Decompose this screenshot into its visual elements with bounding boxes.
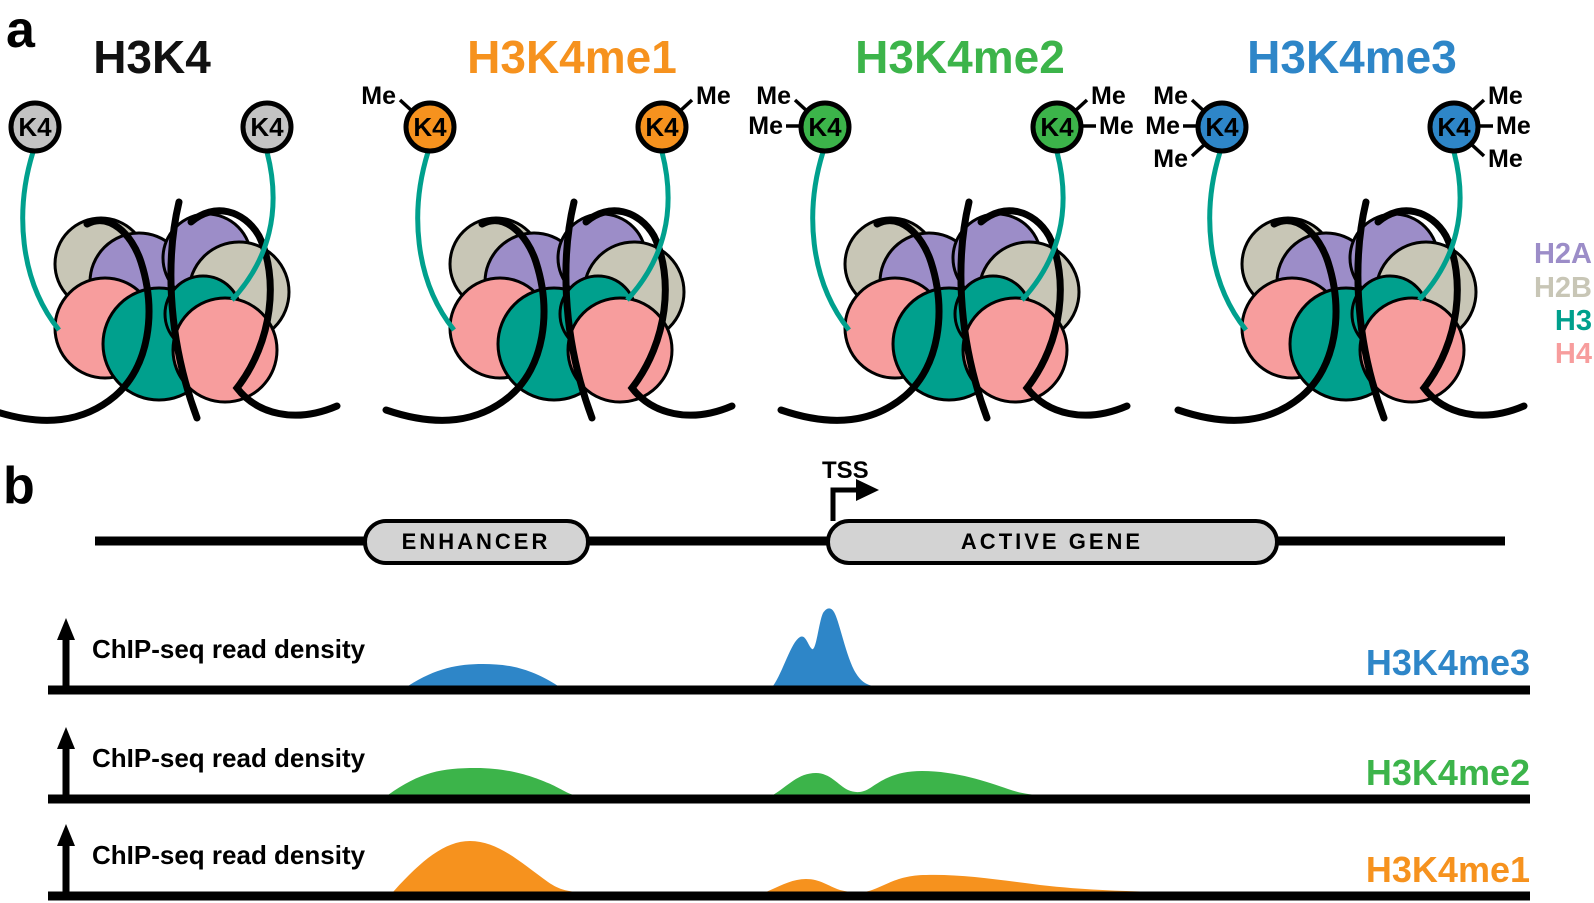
legend-h3: H3	[1554, 305, 1592, 337]
methyl-label: Me	[1153, 85, 1188, 110]
track-h3k4me3: ChIP-seq read density H3K4me3	[48, 608, 1530, 695]
methyl-label: Me	[756, 85, 791, 110]
title-h3k4me2: H3K4me2	[855, 31, 1065, 83]
methyl-label: Me	[1145, 112, 1180, 140]
y-axis-arrowhead-icon	[57, 727, 75, 749]
track-h3k4me2: ChIP-seq read density H3K4me2	[48, 727, 1530, 804]
enhancer-label: ENHANCER	[402, 529, 551, 554]
methyl-label: Me	[1153, 145, 1188, 173]
axis-label: ChIP-seq read density	[92, 634, 366, 664]
tss-label: TSS	[822, 457, 869, 484]
tss-arrow	[830, 487, 856, 521]
k4-label: K4	[1437, 112, 1471, 142]
track-name: H3K4me2	[1366, 752, 1530, 793]
methyl-bond	[1190, 98, 1206, 113]
methyl-label: Me	[748, 112, 783, 140]
panel-a-label: a	[6, 1, 35, 59]
axis-label: ChIP-seq read density	[92, 743, 366, 773]
methyl-bond	[1073, 98, 1089, 113]
active-gene-label: ACTIVE GENE	[961, 529, 1143, 554]
k4-label: K4	[413, 112, 447, 142]
track-name: H3K4me1	[1366, 849, 1530, 890]
k4-label: K4	[1205, 112, 1239, 142]
track-name: H3K4me3	[1366, 642, 1530, 683]
methyl-label: Me	[1488, 85, 1523, 110]
k4-residue-circle	[798, 100, 852, 154]
panel-b-label: b	[3, 457, 35, 515]
methyl-label: Me	[1496, 112, 1531, 140]
k4-residue-circle	[8, 100, 62, 154]
k4-residue-circle	[635, 100, 689, 154]
methyl-label: Me	[696, 85, 731, 110]
chipseq-peak-tss	[773, 608, 874, 686]
title-h3k4me1: H3K4me1	[467, 31, 677, 83]
methyl-bond	[793, 98, 809, 113]
k4-label: K4	[250, 112, 284, 142]
methyl-bond	[1190, 142, 1207, 158]
active-gene-box	[826, 519, 1279, 565]
methyl-label: Me	[1099, 112, 1134, 140]
methyl-bond	[678, 98, 694, 113]
h3-tail	[1020, 151, 1066, 302]
h3-tail	[625, 151, 671, 302]
chipseq-peak-gene	[766, 874, 1158, 893]
tss-arrowhead-icon	[856, 479, 879, 501]
enhancer-box	[363, 519, 590, 565]
y-axis-arrowhead-icon	[57, 824, 75, 846]
h3-tail	[810, 151, 851, 332]
h3-tail	[1417, 151, 1463, 302]
nucleosome-h3k4me3: K4 K4 Me Me Me Me Me Me	[1145, 85, 1531, 430]
title-h3k4: H3K4	[93, 31, 211, 83]
axis-label: ChIP-seq read density	[92, 840, 366, 870]
legend-h2b: H2B	[1533, 272, 1592, 304]
k4-label: K4	[808, 112, 842, 142]
k4-residue-circle	[403, 100, 457, 154]
nucleosome-h3k4me2: K4 K4 Me Me Me Me	[748, 85, 1134, 430]
h3-tail	[415, 151, 456, 332]
methyl-bond	[398, 98, 414, 113]
chipseq-peak-enhancer	[393, 841, 576, 892]
k4-residue-circle	[1195, 100, 1249, 154]
nucleosome-h3k4: K4 K4	[0, 100, 367, 430]
k4-residue-circle	[1427, 100, 1481, 154]
histone-octamer	[386, 202, 732, 420]
y-axis-arrowhead-icon	[57, 618, 75, 640]
k4-label: K4	[1040, 112, 1074, 142]
k4-residue-circle	[240, 100, 294, 154]
legend-h2a: H2A	[1533, 238, 1592, 270]
h3-tail	[230, 151, 276, 302]
title-h3k4me3: H3K4me3	[1247, 31, 1457, 83]
track-h3k4me1: ChIP-seq read density H3K4me1	[48, 824, 1530, 901]
chipseq-peak-enhancer	[388, 768, 574, 795]
k4-label: K4	[18, 112, 52, 142]
histone-octamer	[1178, 202, 1524, 420]
nucleosome-h3k4me1: K4 K4 Me Me	[361, 85, 762, 430]
histone-octamer	[781, 202, 1127, 420]
methyl-label: Me	[361, 85, 396, 110]
h3-tail	[1207, 151, 1248, 332]
methyl-bond	[1470, 98, 1486, 113]
chipseq-peak-enhancer	[408, 664, 558, 686]
h3-tail	[20, 151, 61, 332]
panel-b: ENHANCER ACTIVE GENE TSS ChIP-seq read d…	[48, 457, 1530, 901]
k4-residue-circle	[1030, 100, 1084, 154]
legend-h4: H4	[1554, 338, 1592, 370]
methyl-bond	[1469, 142, 1486, 158]
methyl-label: Me	[1488, 145, 1523, 173]
histone-octamer	[0, 202, 337, 420]
k4-label: K4	[645, 112, 679, 142]
methyl-label: Me	[1091, 85, 1126, 110]
chipseq-peak-gene	[773, 771, 1042, 795]
